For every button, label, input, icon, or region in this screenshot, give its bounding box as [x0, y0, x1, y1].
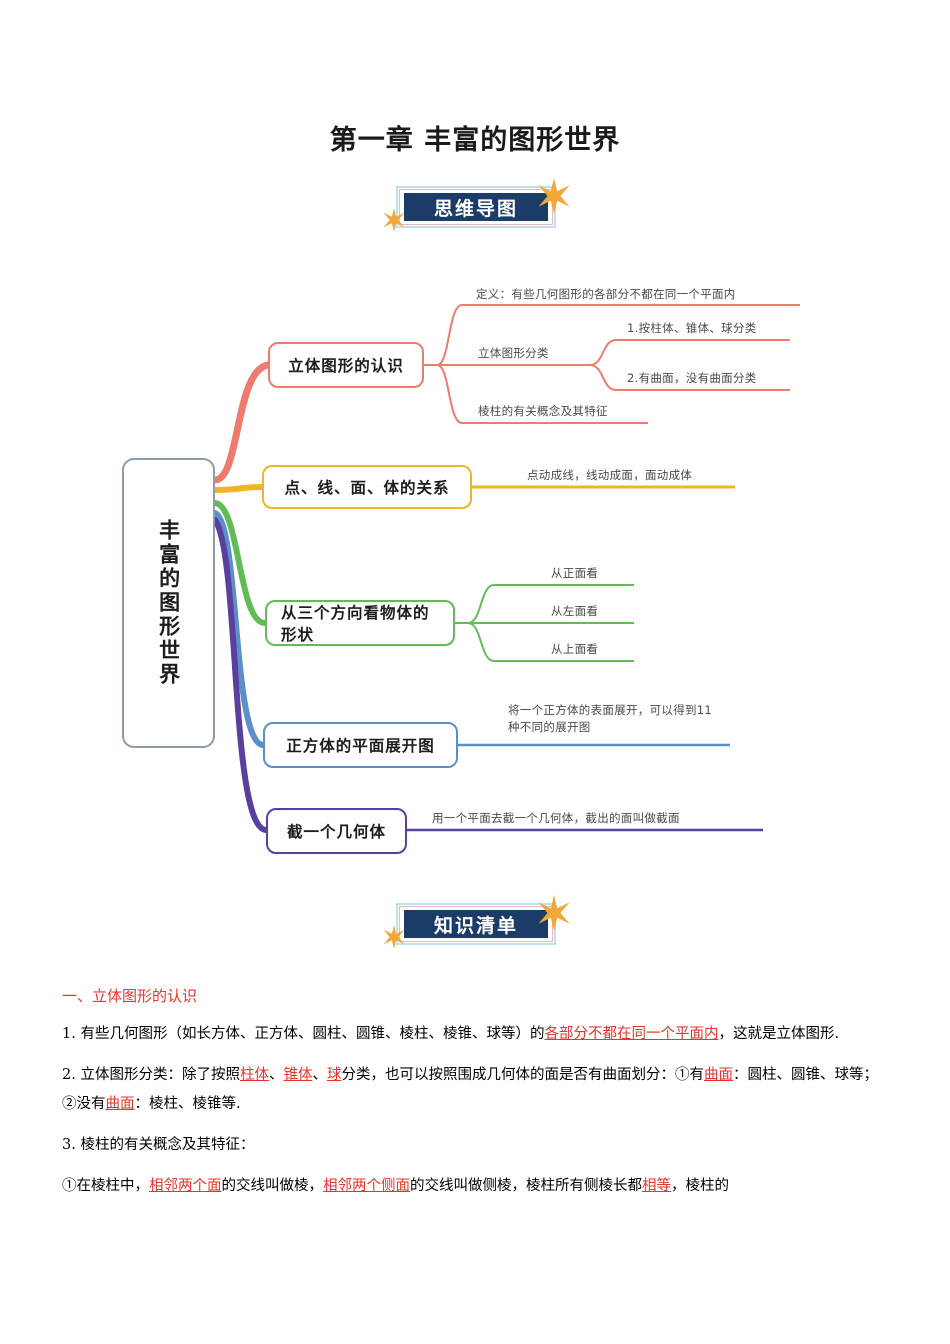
- section-heading: 一、立体图形的认识: [62, 987, 198, 1005]
- plain-text: 3. 棱柱的有关概念及其特征：: [62, 1136, 255, 1153]
- highlighted-term: 柱体: [239, 1067, 269, 1084]
- mindmap-branch-classification: 立体图形分类: [478, 346, 549, 360]
- mindmap-subbranch-by-surface: 2.有曲面，没有曲面分类: [627, 371, 757, 385]
- banner-fill: 知识清单: [402, 908, 550, 940]
- highlighted-term: 相等: [642, 1178, 671, 1195]
- mindmap-subbranch-by-shape: 1.按柱体、锥体、球分类: [627, 321, 757, 335]
- mindmap-branch-front-view: 从正面看: [551, 566, 599, 580]
- banner-fill: 思维导图: [402, 191, 550, 223]
- plain-text: ，这就是立体图形.: [718, 1026, 840, 1042]
- plain-text: 的交线叫做棱，: [221, 1178, 324, 1195]
- highlighted-term: 各部分不都在同一个平面内: [544, 1026, 719, 1042]
- mindmap-branch-cross-section: 用一个平面去截一个几何体，截出的面叫做截面: [432, 811, 680, 825]
- mindmap-topic-点线面体的关系[interactable]: 点、线、面、体的关系: [262, 465, 472, 509]
- mindmap-branch-left-view: 从左面看: [551, 604, 599, 618]
- mindmap-topic-label: 立体图形的认识: [288, 357, 404, 375]
- mindmap-topic-正方体的平面展开图[interactable]: 正方体的平面展开图: [263, 722, 458, 768]
- plain-text: 的交线叫做侧棱，棱柱所有侧棱长都: [410, 1178, 642, 1195]
- plain-text: ：圆柱、圆锥、球等；②没有: [62, 1067, 878, 1112]
- mind-map-banner: 思维导图: [383, 178, 570, 232]
- knowledge-item: 1. 有些几何图形（如长方体、正方体、圆柱、圆锥、棱柱、棱锥、球等）的各部分不都…: [62, 1020, 892, 1048]
- highlighted-term: 相邻两个面: [149, 1178, 222, 1195]
- mindmap-topic-label: 截一个几何体: [286, 823, 386, 841]
- mindmap-topic-从三个方向看物体的形状[interactable]: 从三个方向看物体的形状: [265, 600, 455, 646]
- highlighted-term: 曲面: [703, 1067, 733, 1084]
- plain-text: 2. 立体图形分类：除了按照: [62, 1067, 240, 1084]
- highlighted-term: 球: [326, 1067, 342, 1084]
- mindmap-center-label: 丰富的图形世界: [156, 519, 181, 687]
- mindmap-topic-label: 正方体的平面展开图: [286, 737, 435, 755]
- mindmap-topic-label: 点、线、面、体的关系: [284, 479, 450, 497]
- knowledge-list-banner: 知识清单: [383, 895, 570, 949]
- mind-map: 丰富的图形世界 立体图形的认识 定义：有些几何图形的各部分不都在同一个平面内 立…: [0, 255, 950, 885]
- mindmap-branch-net-count: 将一个正方体的表面展开，可以得到11种不同的展开图: [508, 703, 713, 735]
- mindmap-branch-prism-concepts: 棱柱的有关概念及其特征: [478, 404, 608, 418]
- highlighted-term: 曲面: [105, 1095, 135, 1112]
- highlighted-term: 锥体: [283, 1067, 313, 1084]
- plain-text: 分类，也可以按照围成几何体的面是否有曲面划分：①有: [341, 1067, 704, 1084]
- knowledge-item: ①在棱柱中，相邻两个面的交线叫做棱，相邻两个侧面的交线叫做侧棱，棱柱所有侧棱长都…: [62, 1172, 892, 1200]
- mindmap-branch-motion: 点动成线，线动成面，面动成体: [527, 468, 693, 482]
- plain-text: ：棱柱、棱锥等.: [134, 1095, 241, 1112]
- plain-text: 、: [312, 1067, 327, 1084]
- mindmap-branch-definition: 定义：有些几何图形的各部分不都在同一个平面内: [476, 287, 736, 301]
- knowledge-item-list: 1. 有些几何图形（如长方体、正方体、圆柱、圆锥、棱柱、棱锥、球等）的各部分不都…: [62, 1020, 892, 1200]
- plain-text: 1. 有些几何图形（如长方体、正方体、圆柱、圆锥、棱柱、棱锥、球等）的: [62, 1026, 545, 1042]
- highlighted-term: 相邻两个侧面: [323, 1178, 410, 1195]
- plain-text: ①在棱柱中，: [62, 1178, 149, 1195]
- mindmap-branch-top-view: 从上面看: [551, 642, 599, 656]
- mindmap-topic-截一个几何体[interactable]: 截一个几何体: [266, 808, 407, 854]
- knowledge-item: 3. 棱柱的有关概念及其特征：: [62, 1131, 892, 1159]
- mindmap-center-node[interactable]: 丰富的图形世界: [122, 458, 215, 748]
- mindmap-topic-label: 从三个方向看物体的形状: [281, 604, 430, 644]
- plain-text: ，棱柱的: [671, 1178, 729, 1195]
- page-title: 第一章 丰富的图形世界: [329, 125, 621, 156]
- knowledge-item: 2. 立体图形分类：除了按照柱体、锥体、球分类，也可以按照围成几何体的面是否有曲…: [62, 1061, 892, 1118]
- mind-map-connectors: [211, 304, 800, 833]
- knowledge-section: 一、立体图形的认识 1. 有些几何图形（如长方体、正方体、圆柱、圆锥、棱柱、棱锥…: [62, 985, 892, 1213]
- mindmap-topic-立体图形的认识[interactable]: 立体图形的认识: [268, 342, 424, 388]
- banner-label: 知识清单: [433, 914, 518, 937]
- plain-text: 、: [268, 1067, 284, 1084]
- banner-label: 思维导图: [433, 197, 518, 220]
